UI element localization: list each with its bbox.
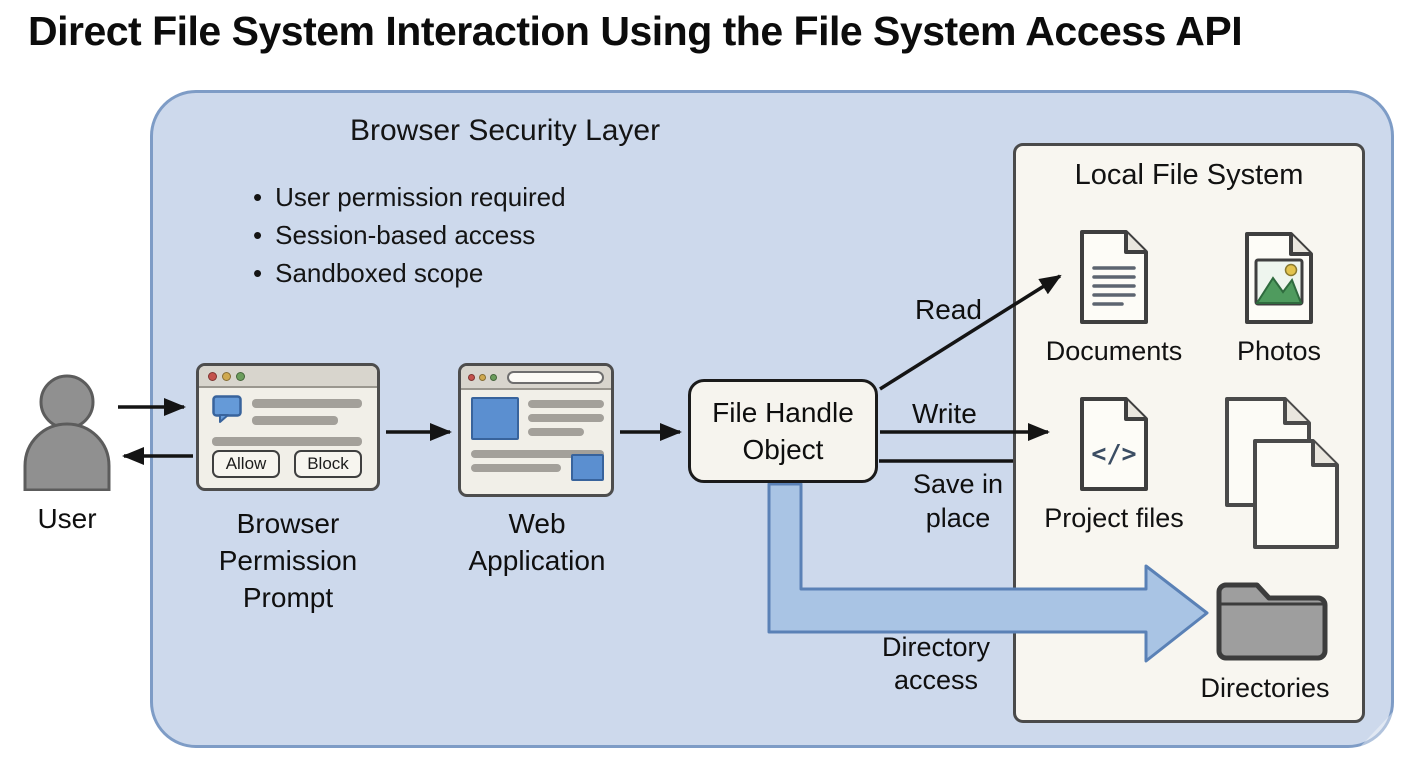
file-handle-label: File Handle Object bbox=[712, 397, 854, 465]
permission-prompt-label: Browser Permission Prompt bbox=[218, 508, 358, 613]
user-figure: User bbox=[20, 371, 114, 535]
window-titlebar bbox=[461, 366, 611, 390]
bullet-item: User permission required bbox=[253, 178, 565, 216]
text-placeholder-bar bbox=[471, 450, 604, 458]
directory-access-label: Directory access bbox=[881, 632, 990, 695]
directories-label: Directories bbox=[1200, 673, 1330, 703]
text-placeholder-bar bbox=[212, 437, 362, 446]
project-files-icon: </> bbox=[1080, 397, 1148, 491]
bullet-item: Session-based access bbox=[253, 216, 566, 254]
text-placeholder-bar bbox=[528, 400, 604, 408]
window-dot-green-icon bbox=[490, 373, 497, 381]
window-dot-yellow-icon bbox=[479, 373, 486, 381]
web-application-label: Web Application bbox=[468, 508, 606, 576]
allow-button: Allow bbox=[212, 450, 280, 478]
local-file-system-title: Local File System bbox=[1074, 159, 1304, 191]
webapp-content-block bbox=[471, 397, 519, 440]
webapp-body bbox=[461, 390, 611, 494]
photos-icon bbox=[1245, 232, 1313, 324]
write-label: Write bbox=[912, 398, 977, 429]
speech-bubble-icon bbox=[212, 395, 242, 423]
file-handle-box: File Handle Object bbox=[688, 379, 878, 483]
text-placeholder-bar bbox=[528, 414, 604, 422]
user-label: User bbox=[37, 503, 97, 534]
security-layer-title: Browser Security Layer bbox=[350, 114, 661, 147]
local-file-system-panel: Local File System Documents Photos </> bbox=[1013, 143, 1365, 723]
security-bullet-list: User permission required Session-based a… bbox=[253, 178, 566, 292]
save-in-place-label: Save in place bbox=[912, 469, 1004, 533]
project-files-label: Project files bbox=[1044, 503, 1184, 533]
prompt-body: Allow Block bbox=[199, 388, 377, 486]
block-button: Block bbox=[294, 450, 362, 478]
page-title: Direct File System Interaction Using the… bbox=[28, 8, 1243, 54]
text-placeholder-bar bbox=[528, 428, 584, 436]
webapp-content-block bbox=[571, 454, 604, 481]
text-placeholder-bar bbox=[471, 464, 561, 472]
user-icon bbox=[23, 374, 111, 491]
documents-label: Documents bbox=[1045, 336, 1183, 366]
window-dot-green-icon bbox=[236, 371, 245, 381]
photos-label: Photos bbox=[1236, 336, 1322, 366]
stacked-files-icon bbox=[1225, 397, 1339, 549]
window-titlebar bbox=[199, 366, 377, 388]
text-placeholder-bar bbox=[252, 399, 362, 408]
window-dot-red-icon bbox=[468, 373, 475, 381]
bullet-item: Sandboxed scope bbox=[253, 254, 566, 292]
address-bar bbox=[507, 370, 604, 384]
window-dot-yellow-icon bbox=[222, 371, 231, 381]
folder-icon bbox=[1216, 582, 1328, 661]
permission-prompt-window: Allow Block bbox=[196, 363, 380, 491]
window-dot-red-icon bbox=[208, 371, 217, 381]
documents-icon bbox=[1080, 230, 1148, 324]
code-glyph: </> bbox=[1091, 439, 1136, 468]
text-placeholder-bar bbox=[252, 416, 338, 425]
web-application-window bbox=[458, 363, 614, 497]
read-label: Read bbox=[915, 294, 982, 325]
